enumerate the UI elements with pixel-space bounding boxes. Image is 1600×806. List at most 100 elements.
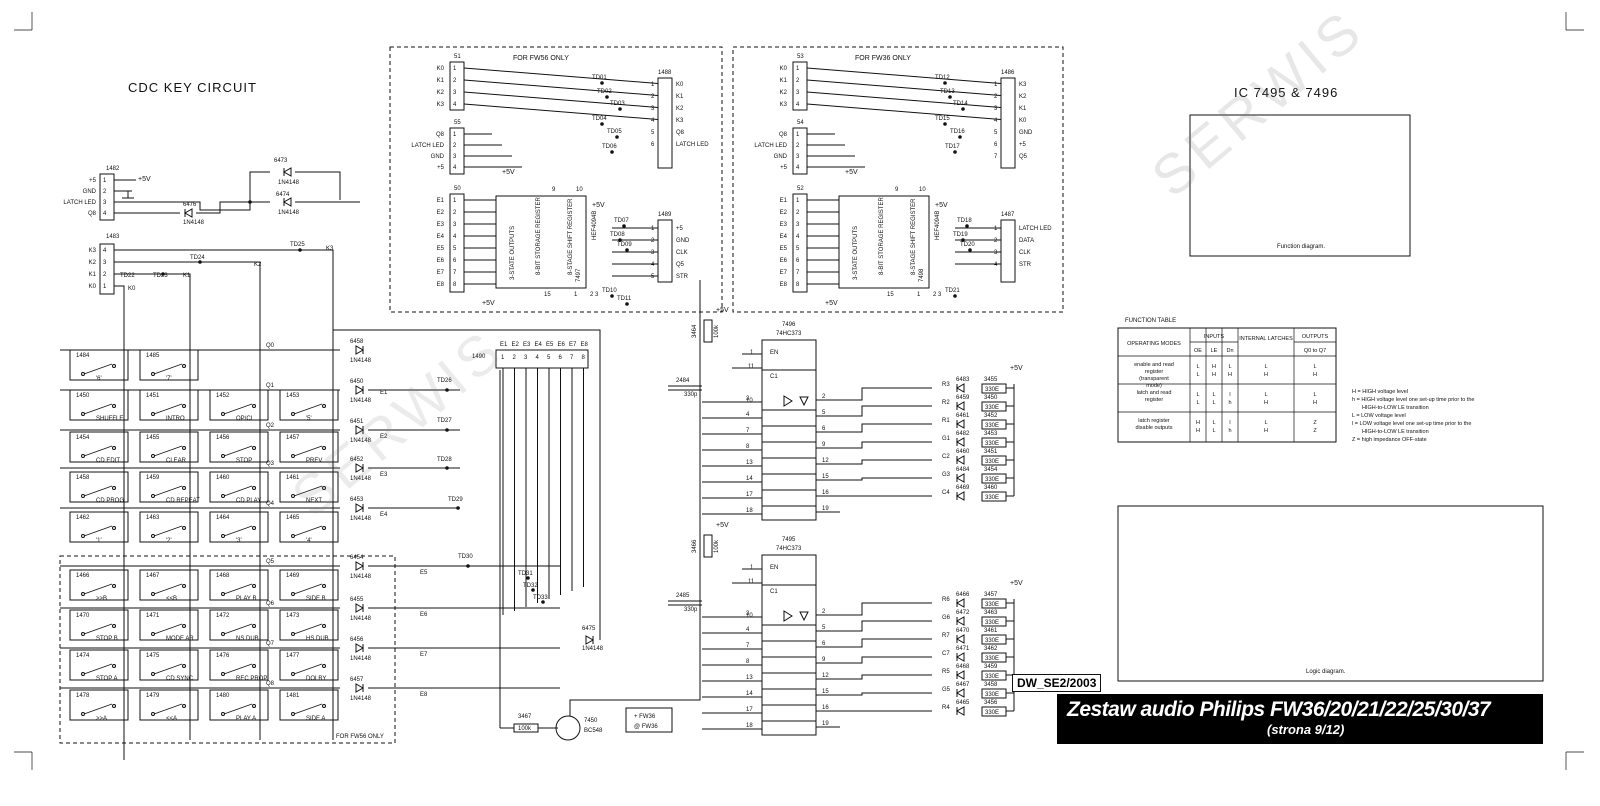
- pin-number: 14: [746, 691, 753, 697]
- connector-pin-label: Q5: [676, 262, 685, 268]
- key-ref: 1481: [286, 693, 300, 699]
- connector-ref: 1489: [658, 212, 672, 218]
- connector-pin-label: E8: [437, 282, 445, 288]
- table-cell: l: [1229, 420, 1230, 426]
- pin-number: 11: [748, 579, 755, 585]
- key-ref: 1453: [286, 393, 300, 399]
- connector-ref: 1486: [1001, 70, 1015, 76]
- switch-contact: [151, 712, 155, 716]
- testpoint: TD27: [437, 418, 452, 424]
- key-label: '2': [166, 538, 172, 544]
- switch-contact: [151, 412, 155, 416]
- junction-dot: [958, 135, 962, 139]
- ic-part: 74HC373: [776, 546, 802, 552]
- led-color: R6: [942, 597, 950, 603]
- testpoint: TD14: [953, 101, 968, 107]
- pin-number: 4: [746, 412, 750, 418]
- resistor-ref: 3453: [984, 431, 998, 437]
- pin-number: 1: [750, 565, 754, 571]
- resistor-value: 330E: [985, 620, 999, 626]
- led-ref: 6471: [956, 646, 970, 652]
- key-ref: 1459: [146, 475, 160, 481]
- switch-lever: [153, 583, 183, 595]
- switch-contact: [252, 404, 256, 408]
- row-label: Q5: [266, 559, 275, 565]
- table-subheader: Q0 to Q7: [1304, 348, 1326, 354]
- diode-type: 1N4148: [350, 574, 372, 580]
- testpoint: TD11: [617, 296, 632, 302]
- key-label: NEXT: [306, 498, 322, 504]
- connector-pin-label: E4: [535, 342, 543, 348]
- supply-label: +5V: [825, 300, 838, 307]
- led-ref: 6470: [956, 628, 970, 634]
- pin-number: 2: [994, 238, 998, 244]
- resistor-ref: 3467: [518, 714, 532, 720]
- junction-dot: [456, 506, 460, 510]
- testpoint: TD32: [523, 583, 538, 589]
- key-ref: 1465: [286, 515, 300, 521]
- switch-contact: [182, 584, 186, 588]
- led-ref: 6460: [956, 449, 970, 455]
- key-ref: 1476: [216, 653, 230, 659]
- switch-lever: [153, 485, 183, 497]
- pin-number: 13: [746, 460, 753, 466]
- key-label: NS DUB: [236, 636, 259, 642]
- switch-lever: [223, 663, 253, 675]
- pin-number: 8: [746, 444, 750, 450]
- key-label: '4': [306, 538, 312, 544]
- connector-pin-label: K2: [780, 90, 788, 96]
- switch-contact: [221, 494, 225, 498]
- switch-lever: [83, 403, 113, 415]
- switch-contact: [322, 486, 326, 490]
- key-1479: [139, 689, 199, 721]
- pin-number: 5: [651, 274, 655, 280]
- ic-block-label: 3-STATE OUTPUTS: [853, 226, 859, 280]
- led-6470: [955, 634, 965, 644]
- led-color: G6: [942, 615, 951, 621]
- pin-number: 7: [796, 270, 800, 276]
- switch-contact: [112, 704, 116, 708]
- table-mode: register: [1145, 397, 1164, 403]
- switch-contact: [291, 672, 295, 676]
- output-enable-symbol: [799, 611, 809, 622]
- pin-number: 12: [822, 673, 829, 679]
- resistor-value: 330E: [985, 710, 999, 716]
- pin-number: 4: [453, 234, 457, 240]
- connector-pin-label: E2: [437, 210, 445, 216]
- key-1450: [69, 389, 129, 421]
- diode-type: 1N4148: [183, 220, 205, 226]
- connector-pin-label: LATCH LED: [676, 142, 709, 148]
- pin-function: EN: [770, 565, 778, 571]
- pin-number: 3: [651, 250, 655, 256]
- legend-line: H = HIGH voltage level: [1352, 389, 1408, 395]
- switch-lever: [223, 525, 253, 537]
- pin-number: 1: [103, 178, 107, 184]
- table-cell: L: [1264, 364, 1267, 370]
- key-ref: 1458: [76, 475, 90, 481]
- switch-lever: [223, 485, 253, 497]
- k-wire: [463, 79, 665, 97]
- pin-number: 2: [796, 143, 800, 149]
- connector-pin-label: +5: [1019, 142, 1027, 148]
- diode-ref: 6454: [350, 555, 364, 561]
- latch-7496: [761, 339, 817, 521]
- key-label: <<A: [166, 716, 177, 722]
- table-header: OPERATING MODES: [1127, 341, 1181, 347]
- key-1454: [69, 431, 129, 463]
- ic-block-label: 8-STAGE SHIFT REGISTER: [911, 198, 917, 275]
- connector-pin-label: Q8: [436, 132, 445, 138]
- key-label: '3': [236, 538, 242, 544]
- resistor-value: 330E: [985, 638, 999, 644]
- ic-block-label: 3-STATE OUTPUTS: [510, 226, 516, 280]
- pin-number: 3: [994, 250, 998, 256]
- pin-number: 15: [822, 474, 829, 480]
- connector-ref: 1483: [106, 234, 120, 240]
- key-1481: [279, 689, 339, 721]
- pin-number: 2: [453, 143, 457, 149]
- transistor-type: BC548: [584, 728, 603, 734]
- key-1453: [279, 389, 339, 421]
- cdc-title: CDC KEY CIRCUIT: [128, 80, 257, 95]
- row-label: Q6: [266, 601, 275, 607]
- connector-pin-label: E7: [569, 342, 577, 348]
- title-block: Zestaw audio Philips FW36/20/21/22/25/30…: [1057, 694, 1543, 744]
